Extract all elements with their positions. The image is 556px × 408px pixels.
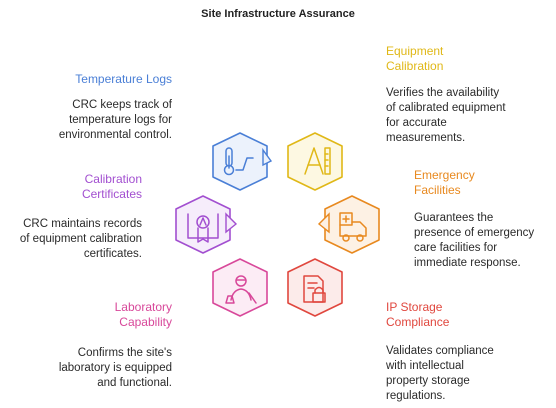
ip-storage-compliance-heading: IP Storage Compliance (386, 300, 536, 330)
heading-line: Calibration (386, 59, 444, 73)
heading-line: Equipment (386, 44, 444, 58)
heading-line: Calibration (84, 172, 142, 186)
certificate-icon (187, 213, 219, 243)
calibration-certificates-description: CRC maintains records of equipment calib… (2, 217, 142, 262)
heading-line: IP Storage (386, 300, 443, 314)
thermometer-icon (223, 147, 254, 176)
heading-line: Facilities (414, 183, 461, 197)
heading-line: Capability (119, 315, 172, 329)
desc-line: environmental control. (58, 129, 172, 141)
ambulance-icon (339, 212, 367, 242)
desc-line: immediate response. (414, 257, 521, 269)
heading-line: Certificates (81, 187, 142, 201)
temperature-logs-heading: Temperature Logs (75, 72, 172, 86)
desc-line: with intellectual (386, 360, 464, 372)
ip-storage-compliance-hexagon (287, 258, 343, 317)
laboratory-capability-heading: Laboratory Capability (20, 300, 172, 330)
equipment-calibration-description: Verifies the availability of calibrated … (386, 86, 546, 146)
laboratory-capability-description: Confirms the site's laboratory is equipp… (20, 346, 172, 391)
calibration-certificates-heading: Calibration Certificates (20, 172, 142, 202)
laboratory-capability-hexagon (212, 258, 268, 317)
desc-line: CRC maintains records (23, 218, 142, 230)
diagram-title: Site Infrastructure Assurance (201, 8, 355, 20)
temperature-logs-description: CRC keeps track of temperature logs for … (20, 98, 172, 143)
desc-line: CRC keeps track of (72, 99, 172, 111)
secure-document-icon (303, 275, 326, 303)
calipers-icon (304, 147, 331, 175)
heading-line: Emergency (414, 168, 475, 182)
equipment-calibration-hexagon (287, 132, 343, 191)
desc-line: of equipment calibration (19, 233, 142, 245)
desc-line: property storage (386, 375, 470, 387)
emergency-facilities-hexagon (317, 195, 380, 254)
scientist-icon (225, 275, 257, 304)
desc-line: and functional. (97, 377, 172, 389)
desc-line: care facilities for (414, 242, 498, 254)
desc-line: measurements. (386, 132, 466, 144)
equipment-calibration-heading: Equipment Calibration (386, 44, 536, 74)
desc-line: presence of emergency (414, 227, 535, 239)
desc-line: Validates compliance (386, 345, 494, 357)
calibration-certificates-hexagon (175, 195, 238, 254)
emergency-facilities-description: Guarantees the presence of emergency car… (414, 211, 556, 271)
ip-storage-compliance-description: Validates compliance with intellectual p… (386, 344, 546, 404)
desc-line: regulations. (386, 390, 446, 402)
desc-line: of calibrated equipment (386, 102, 506, 114)
desc-line: Guarantees the (414, 212, 494, 224)
temperature-logs-hexagon (212, 132, 273, 191)
desc-line: Verifies the availability (386, 87, 500, 99)
desc-line: for accurate (386, 117, 447, 129)
heading-line: Compliance (386, 315, 450, 329)
emergency-facilities-heading: Emergency Facilities (414, 168, 544, 198)
desc-line: temperature logs for (69, 114, 172, 126)
desc-line: Confirms the site's (77, 347, 172, 359)
heading-line: Laboratory (114, 300, 172, 314)
desc-line: laboratory is equipped (58, 362, 172, 374)
desc-line: certificates. (83, 248, 142, 260)
